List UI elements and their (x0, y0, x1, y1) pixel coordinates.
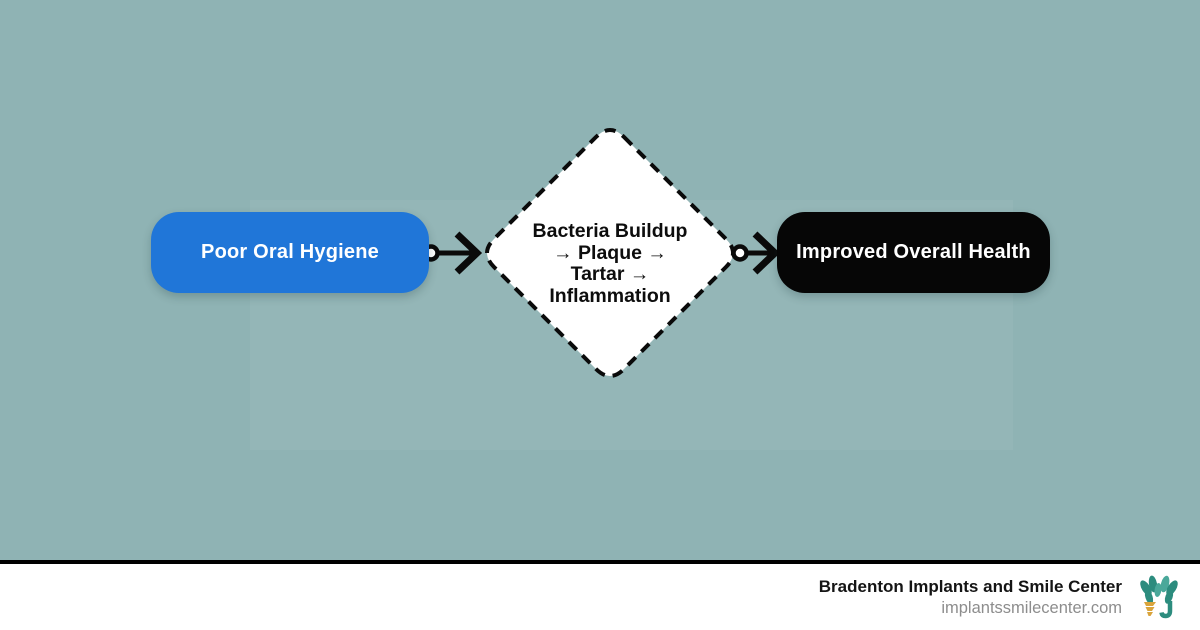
node-label: Poor Oral Hygiene (201, 241, 379, 263)
process-diamond-shape (485, 128, 735, 378)
connector-process-to-end (731, 231, 781, 275)
node-label: Improved Overall Health (796, 241, 1031, 263)
footer-bar: Bradenton Implants and Smile Center impl… (0, 560, 1200, 630)
connector-start-to-process (422, 231, 483, 275)
footer-attribution: Bradenton Implants and Smile Center impl… (819, 576, 1122, 619)
connector-tail-circle-icon (731, 244, 749, 262)
node-improved-overall-health: Improved Overall Health (777, 212, 1050, 293)
arrowhead-chevron-icon (752, 231, 781, 275)
node-bacteria-buildup-label: Bacteria Buildup → Plaque → Tartar → Inf… (532, 220, 688, 307)
brand-name: Bradenton Implants and Smile Center (818, 576, 1122, 596)
website-url: implantssmilecenter.com (941, 598, 1122, 617)
node-poor-oral-hygiene: Poor Oral Hygiene (151, 212, 429, 293)
flowchart-shapes (422, 128, 781, 378)
tooth-leaves-logo-icon (1140, 575, 1178, 619)
arrowhead-chevron-icon (454, 231, 483, 275)
flowchart: Poor Oral Hygiene Bacteria Buildup → Pla… (151, 128, 1050, 378)
